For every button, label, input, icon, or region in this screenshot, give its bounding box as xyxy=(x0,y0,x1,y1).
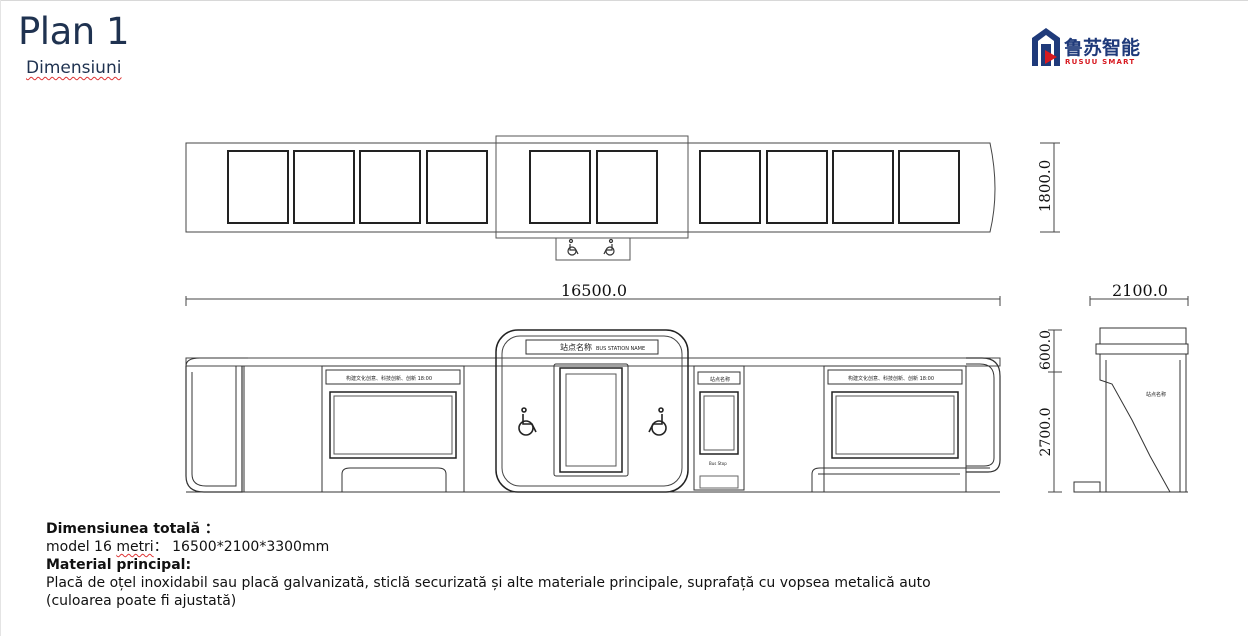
banner-text-left: 构建文化创意、科技创新、创新 18:00 xyxy=(346,375,432,382)
dim-line-total-length xyxy=(185,296,1001,306)
dim-label-roof-height: 600.0 xyxy=(1038,330,1054,370)
material-label: Material principal: xyxy=(46,557,192,573)
logo-en-text: RUSUU SMART xyxy=(1065,58,1135,66)
page-border-top xyxy=(0,0,1248,1)
station-name-en: BUS STATION NAME xyxy=(596,346,645,352)
plan-panels xyxy=(227,150,960,224)
totem-label-cn: 站点名称 xyxy=(710,376,730,383)
dim-label-plan-depth: 1800.0 xyxy=(1036,160,1054,213)
front-elevation xyxy=(185,296,1001,493)
wheelchair-icon xyxy=(603,238,615,256)
wheelchair-icon xyxy=(567,238,579,256)
page-title: Plan 1 xyxy=(18,10,130,53)
logo-mark-icon xyxy=(1032,28,1060,66)
wheelchair-icon xyxy=(648,407,667,436)
plan-view xyxy=(185,135,1060,261)
model-unit: metri xyxy=(116,539,154,555)
side-elevation xyxy=(1048,296,1189,493)
dim-label-side-width: 2100.0 xyxy=(1112,281,1168,300)
model-size: ： 16500*2100*3300mm xyxy=(153,539,330,555)
dim-label-total-length: 16500.0 xyxy=(561,281,627,300)
dim-line-heights xyxy=(1048,329,1062,493)
model-line: model 16 metri： 16500*2100*3300mm xyxy=(46,538,1006,556)
station-name-cn: 站点名称 xyxy=(560,342,592,352)
side-label-cn: 站点名称 xyxy=(1146,391,1166,398)
logo-cn-text: 鲁苏智能 xyxy=(1063,36,1140,59)
material-line-1: Placă de oțel inoxidabil sau placă galva… xyxy=(46,575,931,591)
notes-block: Dimensiunea totală ： model 16 metri： 165… xyxy=(46,520,1006,610)
page-border-left xyxy=(0,0,1,636)
total-dimension-label: Dimensiunea totală ： xyxy=(46,521,219,537)
dim-line-plan-depth xyxy=(1040,142,1060,233)
dim-label-wall-height: 2700.0 xyxy=(1038,408,1054,457)
banner-text-right: 构建文化创意、科技创新、创新 18:00 xyxy=(848,375,934,382)
totem-label-en: Bus Stop xyxy=(709,461,727,466)
material-line-2: (culoarea poate fi ajustată) xyxy=(46,593,237,609)
page-subtitle: Dimensiuni xyxy=(26,58,122,78)
model-prefix: model 16 xyxy=(46,539,117,555)
company-logo: 鲁苏智能 RUSUU SMART xyxy=(1032,28,1140,66)
wheelchair-icon xyxy=(518,407,537,436)
dim-line-side-width xyxy=(1089,296,1189,306)
